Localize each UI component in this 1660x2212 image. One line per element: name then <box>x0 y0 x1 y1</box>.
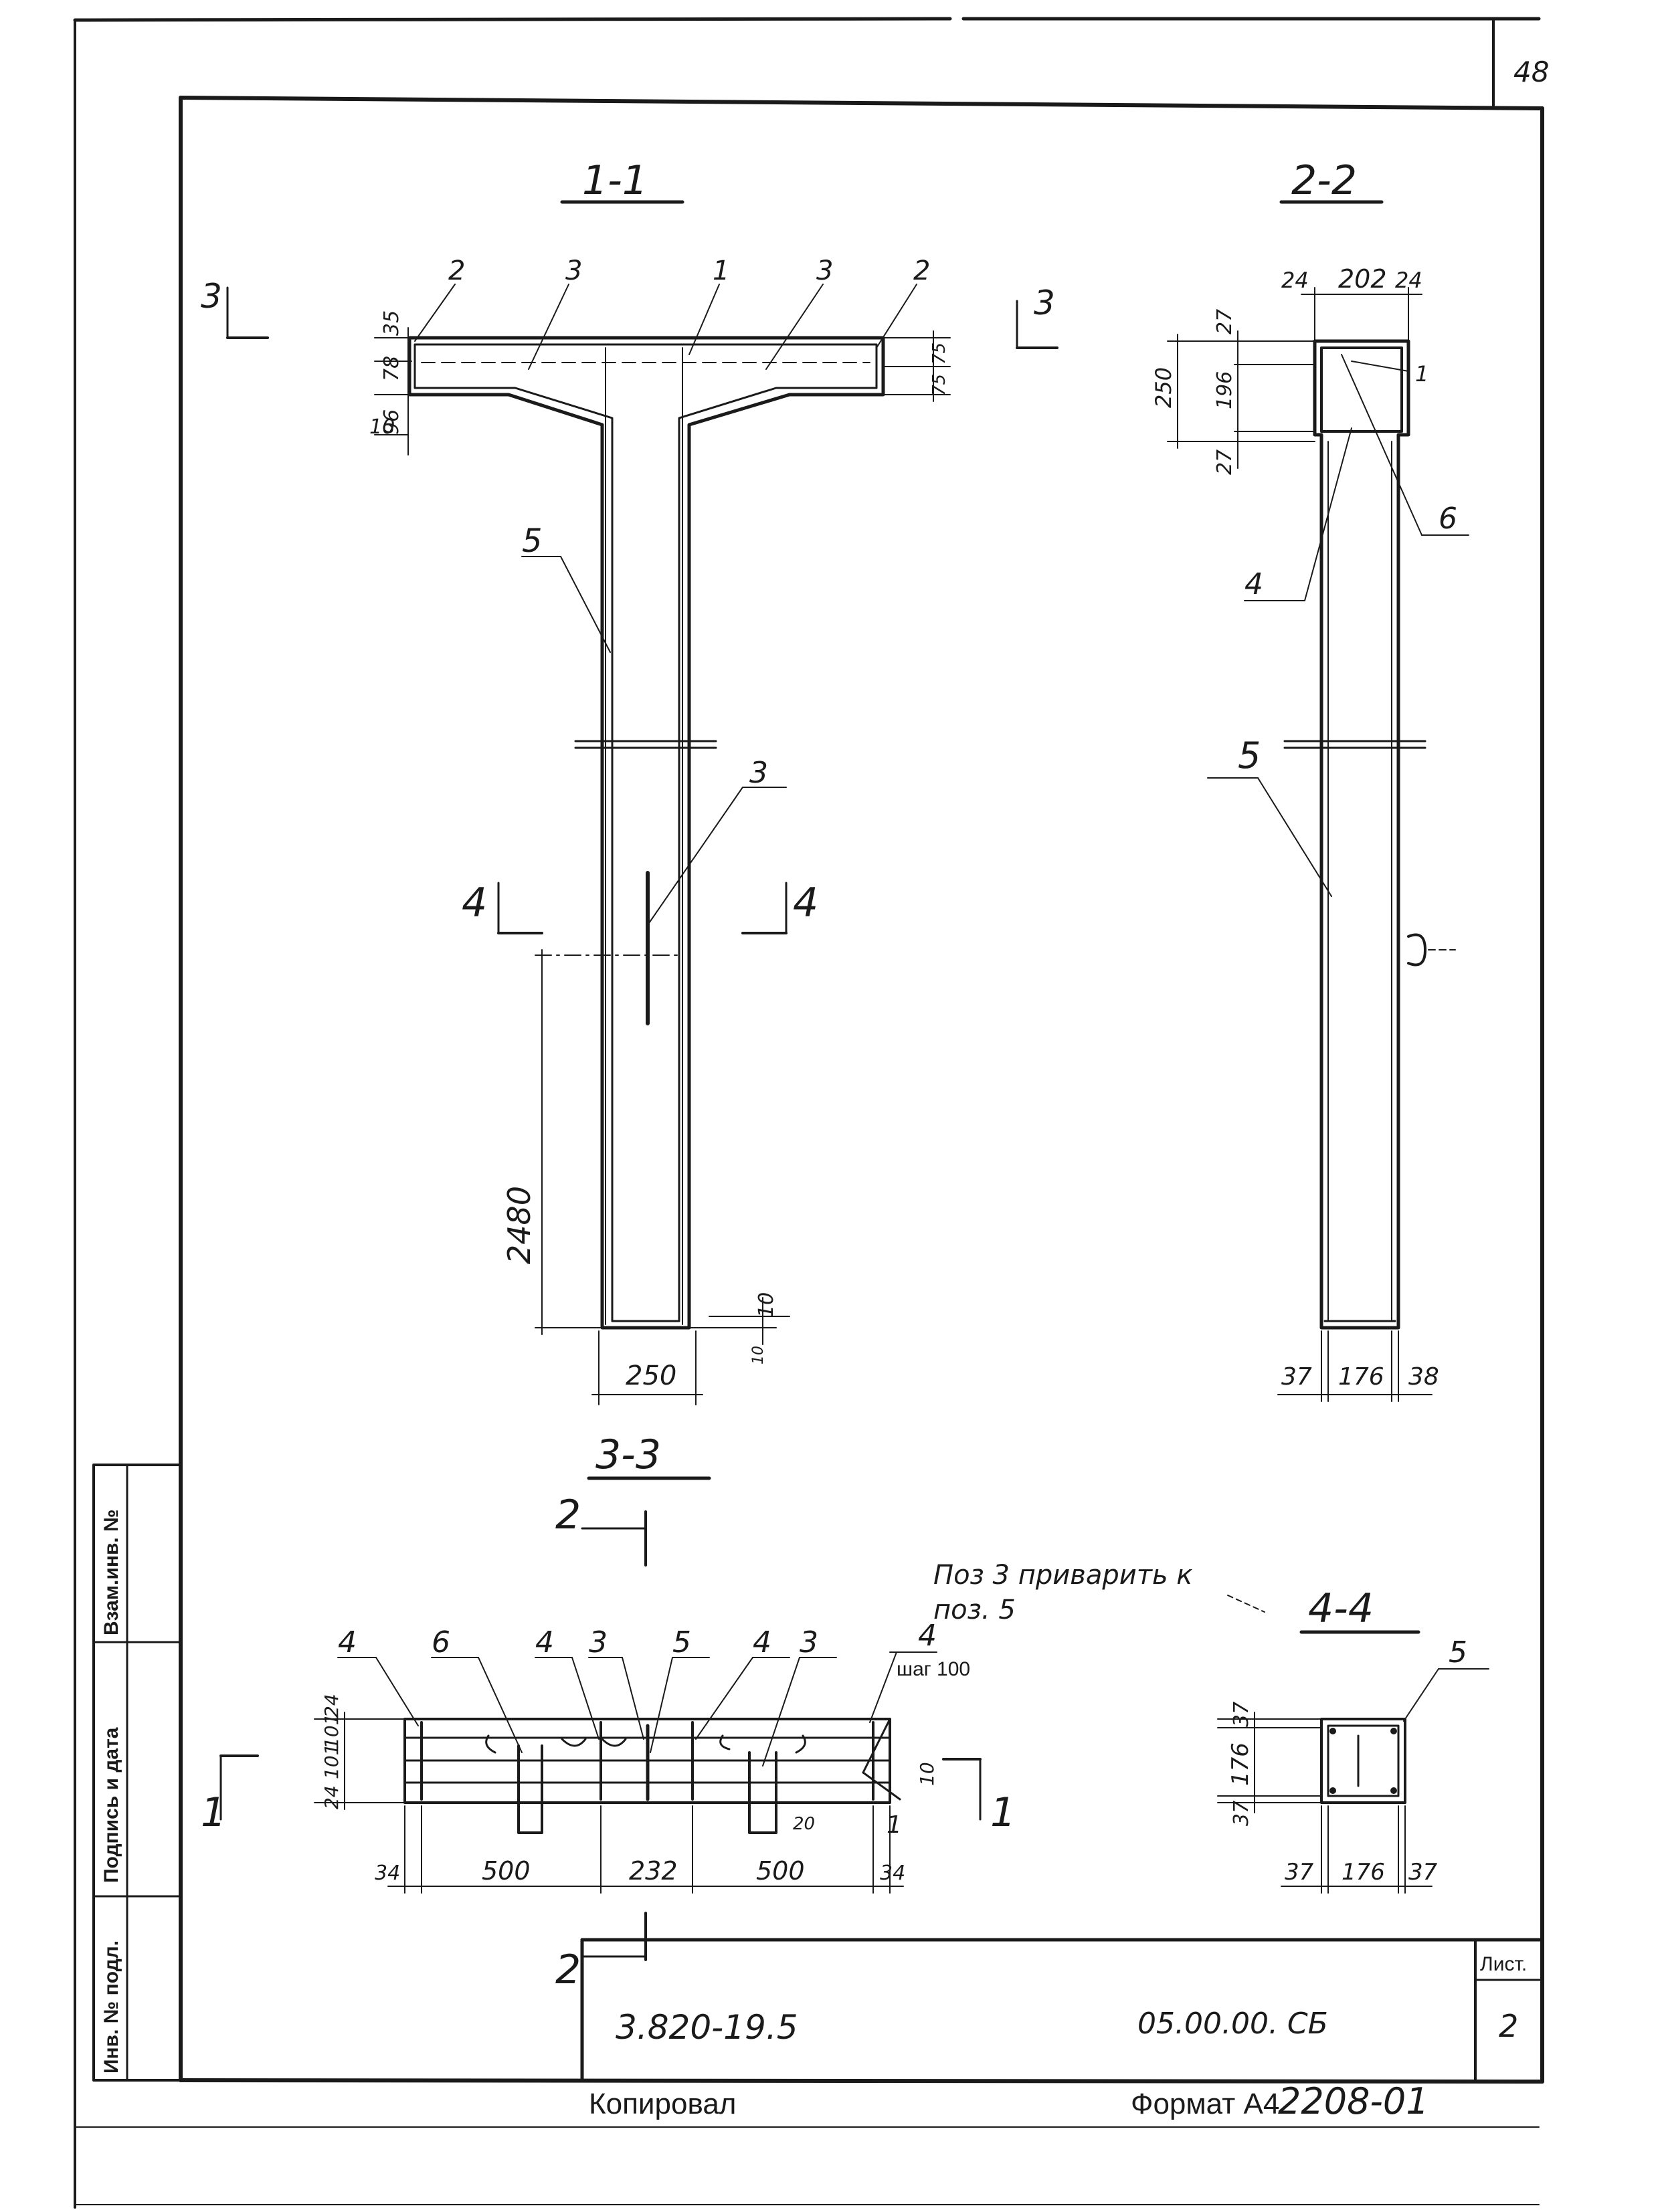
pos-4-d-section-3-3: 4 <box>918 1619 937 1653</box>
pos-3-left: 3 <box>565 256 582 286</box>
dim-2-2-202: 202 <box>1338 264 1387 294</box>
pos-5-section-3-3: 5 <box>672 1625 691 1660</box>
pos-5-section-4-4: 5 <box>1449 1635 1467 1670</box>
section-title-3-3: 3-3 <box>595 1431 661 1478</box>
section-3-3-drawing <box>219 1510 1265 1961</box>
cut-mark-3-right: 3 <box>1034 284 1055 322</box>
dim-1-1-78: 78 <box>380 356 403 381</box>
dim-3-3-101-a: 101 <box>320 1714 343 1749</box>
dim-2-2-27-bot: 27 <box>1213 449 1236 475</box>
stamp-signature-date: Подпись и дата <box>100 1727 122 1883</box>
pos-4-section-2-2: 4 <box>1244 567 1263 601</box>
dim-1-1-75-bot: 75 <box>929 374 949 396</box>
dim-1-1-250: 250 <box>626 1361 676 1391</box>
section-title-2-2: 2-2 <box>1291 157 1357 204</box>
dim-3-3-34-left: 34 <box>375 1862 400 1885</box>
dim-2-2-27-top: 27 <box>1213 309 1236 334</box>
dim-3-3-24-top: 24 <box>320 1694 343 1718</box>
dim-3-3-232: 232 <box>629 1856 678 1886</box>
cut-mark-4-right: 4 <box>793 880 818 926</box>
pos-2-left: 2 <box>448 256 465 286</box>
dim-3-3-20: 20 <box>793 1814 815 1834</box>
dim-2-2-24-left: 24 <box>1281 268 1309 293</box>
section-title-1-1: 1-1 <box>582 157 648 204</box>
format-label: Формат А4 <box>1131 2088 1279 2120</box>
sheet-frame <box>73 17 1544 2209</box>
pos-6-section-3-3: 6 <box>432 1625 450 1660</box>
drawing-code: 05.00.00. СБ <box>1137 2007 1328 2041</box>
dim-3-3-500-right: 500 <box>756 1856 805 1886</box>
dim-1-1-10-left: 10 <box>369 415 395 439</box>
dim-2-2-38: 38 <box>1408 1363 1439 1391</box>
pos-1-section-1-1: 1 <box>713 256 729 286</box>
dim-3-3-10: 10 <box>916 1762 938 1786</box>
stamp-replaced-inv: Взам.инв. № <box>100 1509 122 1635</box>
section-1-1-drawing <box>226 284 1058 1405</box>
pos-3-b-section-3-3: 3 <box>800 1625 818 1660</box>
step-note: шаг 100 <box>897 1658 970 1680</box>
dim-1-1-10-right-a: 10 <box>755 1292 778 1318</box>
pos-5-section-1-1: 5 <box>522 522 543 560</box>
dim-4-4-37-right: 37 <box>1408 1859 1438 1886</box>
print-stamp: 2208-01 <box>1278 2080 1429 2122</box>
title-block <box>580 1938 1544 2082</box>
dim-3-3-101-b: 101 <box>320 1744 343 1779</box>
dim-2-2-196: 196 <box>1213 371 1236 409</box>
dim-1-1-10-right-b: 10 <box>750 1346 767 1365</box>
cut-mark-2-top: 2 <box>555 1492 581 1538</box>
dim-4-4-176-v: 176 <box>1227 1742 1254 1786</box>
section-title-4-4: 4-4 <box>1308 1585 1374 1632</box>
side-stamp <box>92 1464 182 2082</box>
cut-mark-1-right: 1 <box>990 1789 1016 1836</box>
top-sheet-number: 48 <box>1513 56 1549 88</box>
cut-mark-4-left: 4 <box>462 880 487 926</box>
cut-mark-2-bottom: 2 <box>555 1946 581 1993</box>
stamp-inv-no: Инв. № подл. <box>100 1940 122 2074</box>
pos-4-a-section-3-3: 4 <box>338 1625 357 1660</box>
dim-3-3-500-left: 500 <box>482 1856 531 1886</box>
dim-4-4-176-h: 176 <box>1342 1859 1385 1886</box>
weld-note-line1: Поз 3 приварить к <box>933 1560 1192 1591</box>
dim-3-3-24-bot: 24 <box>320 1785 343 1809</box>
dim-1-1-75-top: 75 <box>929 342 949 365</box>
doc-code: 3.820-19.5 <box>616 2008 798 2047</box>
cut-mark-1-left: 1 <box>201 1789 226 1836</box>
pos-3-right: 3 <box>816 256 833 286</box>
pos-4-c-section-3-3: 4 <box>753 1625 771 1660</box>
cut-mark-3-left: 3 <box>201 277 222 316</box>
pos-4-b-section-3-3: 4 <box>535 1625 554 1660</box>
dim-4-4-37-top: 37 <box>1230 1702 1253 1727</box>
sheet-number: 2 <box>1499 2008 1518 2044</box>
pos-1-section-3-3: 1 <box>887 1811 902 1839</box>
pos-6-section-2-2: 6 <box>1439 502 1457 536</box>
pos-2-right: 2 <box>913 256 930 286</box>
dim-4-4-37-bot: 37 <box>1230 1801 1253 1826</box>
weld-note-line2: поз. 5 <box>933 1595 1016 1625</box>
dim-2-2-250: 250 <box>1151 367 1176 408</box>
dim-2-2-24-right: 24 <box>1395 268 1422 293</box>
copied-label: Копировал <box>589 2088 736 2120</box>
pos-1-section-2-2: 1 <box>1415 361 1428 387</box>
dim-1-1-35: 35 <box>380 310 403 336</box>
dim-4-4-37-left: 37 <box>1285 1859 1314 1886</box>
pos-3-a-section-3-3: 3 <box>589 1625 608 1660</box>
section-4-4-drawing <box>1217 1668 1489 1894</box>
pos-5-section-2-2: 5 <box>1238 734 1261 777</box>
section-2-2-drawing <box>1167 287 1469 1402</box>
sheet-label: Лист. <box>1480 1953 1527 1975</box>
dim-2-2-176: 176 <box>1338 1363 1384 1391</box>
pos-3-web: 3 <box>749 756 768 790</box>
dim-3-3-34-right: 34 <box>880 1862 905 1885</box>
dim-1-1-96: 96 <box>380 409 403 435</box>
dim-2-2-37: 37 <box>1281 1363 1312 1391</box>
dim-1-1-2480: 2480 <box>501 1186 537 1264</box>
